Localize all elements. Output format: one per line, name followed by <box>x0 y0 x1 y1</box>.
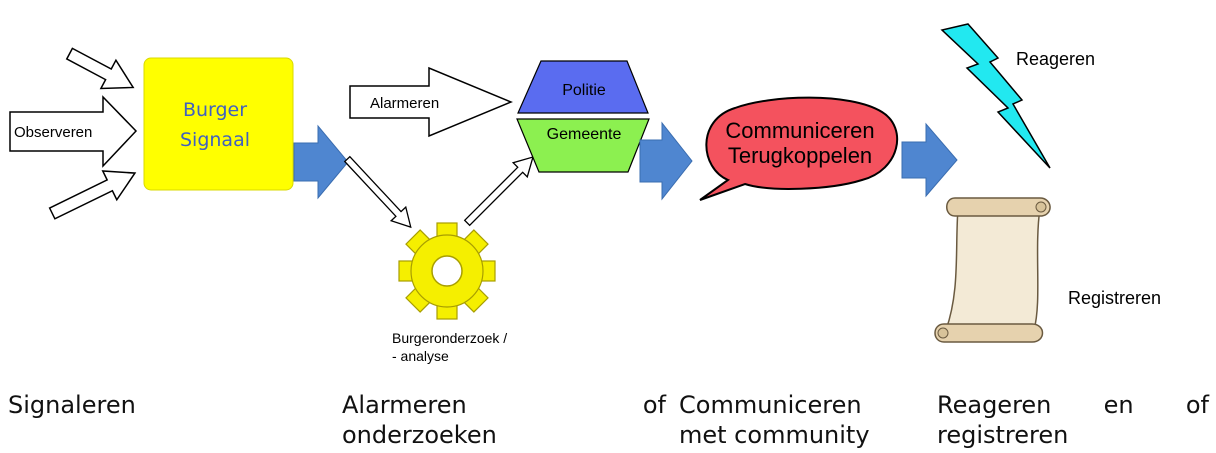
input-arrow-top <box>65 47 135 90</box>
lightning-icon <box>940 23 1051 169</box>
police-shape <box>517 60 649 114</box>
municipality-label: Gemeente <box>547 126 622 143</box>
gear-icon <box>398 222 496 320</box>
alarm-label: Alarmeren <box>370 95 439 112</box>
caption-alarmeren-word1: Alarmeren <box>342 391 467 419</box>
caption-alarmeren: Alarmeren of onderzoeken <box>342 390 666 450</box>
flow-arrow-1 <box>293 124 349 200</box>
flow-arrow-2 <box>639 121 693 201</box>
signal-box <box>143 57 294 191</box>
municipality-shape <box>516 118 650 173</box>
caption-alarmeren-word2: of <box>642 391 666 419</box>
research-line1: Burgeronderzoek / <box>392 330 507 346</box>
flow-arrow-3 <box>901 122 958 198</box>
caption-reageren-word2: en <box>1103 391 1134 419</box>
from-research-arrow <box>463 156 534 227</box>
caption-reageren-word3: of <box>1185 391 1209 419</box>
speech-bubble <box>699 96 899 201</box>
react-label: Reageren <box>1016 49 1095 69</box>
caption-reageren-word1: Reageren <box>937 391 1052 419</box>
police-label: Politie <box>562 82 606 99</box>
to-research-arrow <box>343 155 412 229</box>
caption-reageren-line2: registreren <box>937 421 1069 449</box>
signal-box-line2: Signaal <box>180 129 250 151</box>
observe-label: Observeren <box>14 124 92 141</box>
register-label: Registreren <box>1068 288 1161 308</box>
caption-alarmeren-line1: Alarmeren of <box>342 390 666 420</box>
caption-communiceren-line2: met community <box>679 421 870 449</box>
caption-alarmeren-line2: onderzoeken <box>342 421 497 449</box>
caption-communiceren: Communiceren met community <box>679 390 919 450</box>
input-arrow-bottom <box>48 170 137 220</box>
caption-reageren: Reageren en of registreren <box>937 390 1209 450</box>
caption-signaleren: Signaleren <box>8 390 248 420</box>
observe-arrow <box>9 95 138 168</box>
caption-reageren-line1: Reageren en of <box>937 390 1209 420</box>
signal-box-line1: Burger <box>183 99 247 121</box>
caption-communiceren-line1: Communiceren <box>679 391 862 419</box>
bubble-line2: Terugkoppelen <box>728 143 872 168</box>
alarm-arrow <box>349 66 513 138</box>
process-diagram: Observeren Burger Signaal Alarmeren Burg… <box>9 23 1161 364</box>
caption-signaleren-line1: Signaleren <box>8 391 136 419</box>
bubble-line1: Communiceren <box>725 118 874 143</box>
research-line2: - analyse <box>392 348 449 364</box>
scroll-icon <box>934 197 1051 343</box>
